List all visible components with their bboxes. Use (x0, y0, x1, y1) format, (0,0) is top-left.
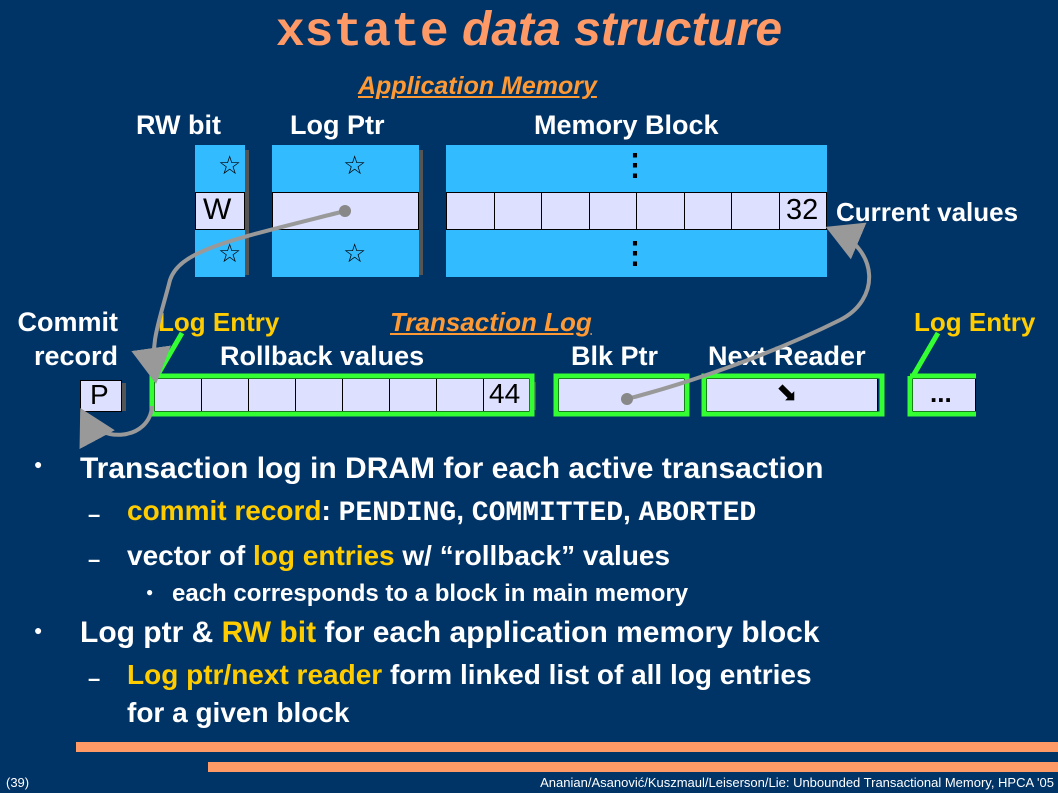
transaction-log-label: Transaction Log (390, 307, 592, 337)
footer-bar-top (76, 742, 1058, 752)
rollback-values-header: Rollback values (220, 341, 425, 371)
word-divider (589, 192, 590, 230)
null-pointer-icon: ⬊ (776, 377, 798, 407)
pointer-arrows (79, 209, 872, 450)
log-ptr-shadow (419, 150, 423, 275)
blk-ptr-header: Blk Ptr (571, 341, 659, 371)
page-title: xstate data structure (0, 2, 1058, 60)
rw-bit-cell-w (195, 192, 245, 230)
state-aborted: ABORTED (638, 498, 757, 529)
state-committed: COMMITTED (471, 498, 624, 529)
rollback-value: 44 (489, 378, 521, 409)
rw-bit-term: RW bit (221, 616, 317, 649)
vdots-icon: ⋮ (620, 237, 650, 270)
application-memory-label: Application Memory (358, 72, 597, 100)
star-icon: ☆ (343, 150, 367, 180)
bullet-dot-icon: ● (146, 585, 154, 599)
next-log-entry-ellipsis: ... (930, 378, 952, 408)
log-ptr-cell (272, 145, 419, 192)
memory-value: 32 (786, 194, 819, 226)
log-ptr-dot (339, 205, 351, 217)
word-divider (389, 378, 390, 412)
word-divider (541, 192, 542, 230)
star-icon: ☆ (218, 238, 242, 268)
word-divider (201, 378, 202, 412)
separator: : (321, 495, 339, 526)
blk-ptr-dot (621, 393, 633, 405)
title-code: xstate (275, 6, 449, 60)
commit-record-term: commit record (127, 495, 322, 526)
word-divider (483, 378, 484, 412)
word-divider (295, 378, 296, 412)
dash-icon: – (88, 547, 101, 572)
star-icon: ☆ (343, 238, 367, 268)
star-icon: ☆ (218, 150, 242, 180)
word-divider (779, 192, 780, 230)
rw-bit-value: W (203, 193, 232, 226)
log-entry-outline (149, 331, 976, 417)
word-divider (248, 378, 249, 412)
text: w/ “rollback” values (394, 540, 671, 571)
current-values-label: Current values (836, 197, 1019, 227)
memory-block-header: Memory Block (534, 110, 719, 140)
word-divider (684, 192, 685, 230)
word-divider (494, 192, 495, 230)
commit-record-label-2: record (33, 341, 118, 371)
text: vector of (127, 540, 254, 571)
log-ptr-header: Log Ptr (290, 110, 385, 140)
vdots-icon: ⋮ (620, 149, 650, 182)
word-divider (731, 192, 732, 230)
commit-record-label-1: Commit (17, 307, 119, 337)
footer-bar-bottom (208, 762, 1058, 772)
bullet-dot-icon: ● (34, 622, 43, 638)
bullet-2a: Log ptr/next reader form linked list of … (127, 659, 812, 691)
separator: , (456, 495, 472, 526)
word-divider (436, 378, 437, 412)
bullet-1b: vector of log entries w/ “rollback” valu… (127, 540, 670, 572)
rw-bit-cell (195, 145, 245, 192)
log-entries-term: log entries (253, 540, 395, 571)
log-entry-label-right: Log Entry (914, 307, 1036, 337)
dash-icon: – (88, 666, 101, 691)
bullet-2: Log ptr & RW bit for each application me… (80, 616, 820, 650)
word-divider (342, 378, 343, 412)
memory-block-upper (446, 145, 827, 192)
rw-bit-header: RW bit (136, 110, 221, 140)
log-entry-label-left: Log Entry (158, 307, 280, 337)
bullet-1: Transaction log in DRAM for each active … (80, 452, 824, 485)
text: Log ptr & (80, 616, 222, 649)
rw-bit-shadow (245, 150, 249, 275)
commit-record-value: P (90, 379, 109, 410)
commit-record-shadow (122, 383, 126, 411)
bullet-1b-1: each corresponds to a block in main memo… (172, 580, 689, 607)
title-text: data structure (448, 3, 783, 56)
memory-block-lower (446, 230, 827, 277)
bullet-2a-line2: for a given block (127, 697, 350, 728)
text: form linked list of all log entries (382, 659, 812, 690)
log-ptr-next-reader-term: Log ptr/next reader (127, 659, 383, 690)
state-pending: PENDING (338, 498, 457, 529)
bullet-1a: commit record: PENDING, COMMITTED, ABORT… (127, 495, 756, 529)
separator: , (623, 495, 639, 526)
dash-icon: – (88, 502, 101, 527)
text: for each application memory block (316, 616, 820, 649)
footer-citation: Ananian/Asanović/Kuszmaul/Leiserson/Lie:… (540, 775, 1054, 790)
word-divider (636, 192, 637, 230)
page-number: (39) (6, 775, 30, 790)
log-ptr-cell (272, 230, 419, 277)
bullet-dot-icon: ● (34, 456, 43, 472)
